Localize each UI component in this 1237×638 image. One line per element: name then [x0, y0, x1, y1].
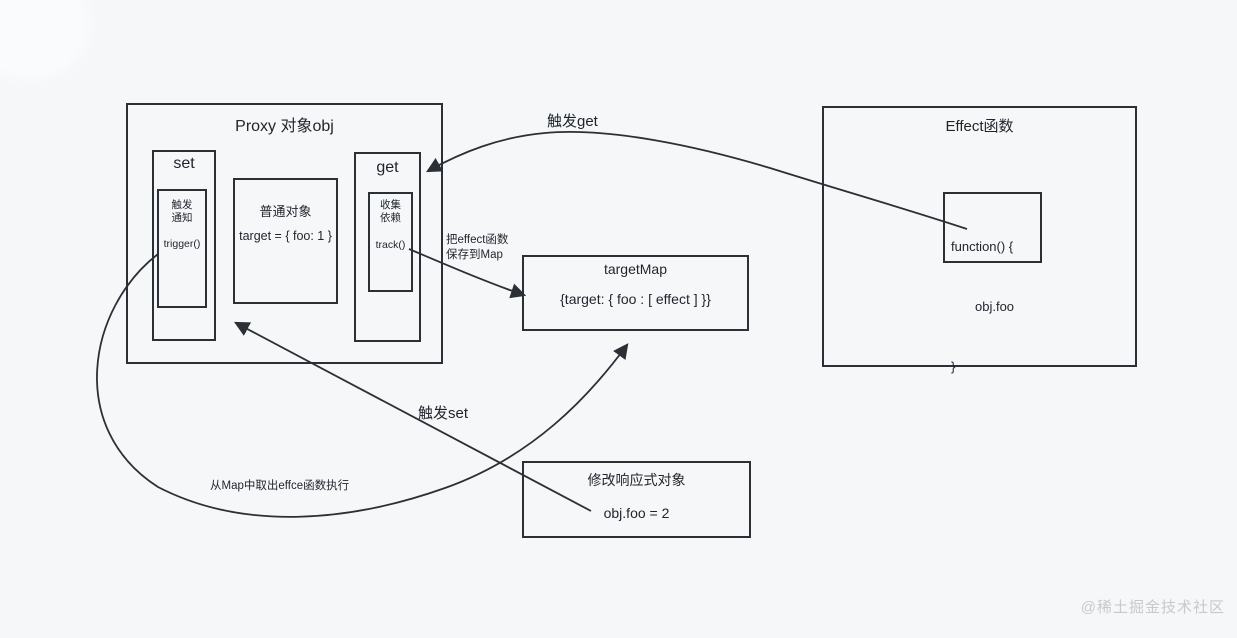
label-trigger-set: 触发set [418, 405, 469, 422]
track-note-box [368, 192, 413, 292]
track-note: 收集 依赖 track() [368, 199, 413, 251]
trigger-note-box [157, 189, 207, 308]
label-fetch-exec: 从Map中取出effce函数执行 [210, 480, 350, 492]
label-save-effect-line2: 保存到Map [446, 249, 503, 261]
plain-object-box [233, 178, 338, 304]
label-trigger-get: 触发get [547, 113, 598, 130]
proxy-object-title: Proxy 对象obj [235, 118, 334, 135]
trigger-note-line2: 通知 [171, 212, 193, 224]
proxy-object-box [126, 103, 443, 364]
set-handler-box [152, 150, 216, 341]
track-note-line1: 收集 [380, 199, 401, 211]
plain-object-code: target = { foo: 1 } [239, 229, 332, 243]
set-handler-title: set [173, 155, 195, 172]
corner-artifact [0, 0, 90, 80]
track-note-line2: 依赖 [380, 212, 401, 224]
plain-object-title: 普通对象 [259, 204, 312, 219]
effect-code-open: function() { [951, 239, 1014, 254]
effect-code-close: } [951, 359, 956, 374]
watermark: @稀土掘金技术社区 [1080, 599, 1225, 616]
label-save-effect: 把effect函数 保存到Map [446, 233, 508, 263]
label-save-effect-line1: 把effect函数 [446, 234, 509, 246]
effect-code-box [943, 192, 1042, 263]
trigger-code: trigger() [163, 238, 201, 250]
target-map-title: targetMap [603, 261, 668, 277]
effect-code: function() { obj.foo } [951, 197, 1014, 417]
track-code: track() [375, 239, 406, 251]
target-map-content: {target: { foo : [ effect ] }} [560, 291, 711, 307]
effect-function-title: Effect函数 [945, 118, 1014, 135]
get-handler-title: get [376, 159, 399, 176]
get-handler-box [354, 152, 421, 342]
trigger-note-line1: 触发 [171, 199, 193, 211]
trigger-note: 触发 通知 trigger() [157, 199, 207, 250]
effect-code-body: obj.foo [975, 299, 1015, 314]
modify-reactive-title: 修改响应式对象 [587, 472, 686, 488]
effect-function-box [822, 106, 1137, 367]
modify-reactive-box [522, 461, 751, 538]
modify-reactive-code: obj.foo = 2 [603, 505, 670, 521]
target-map-box [522, 255, 749, 331]
